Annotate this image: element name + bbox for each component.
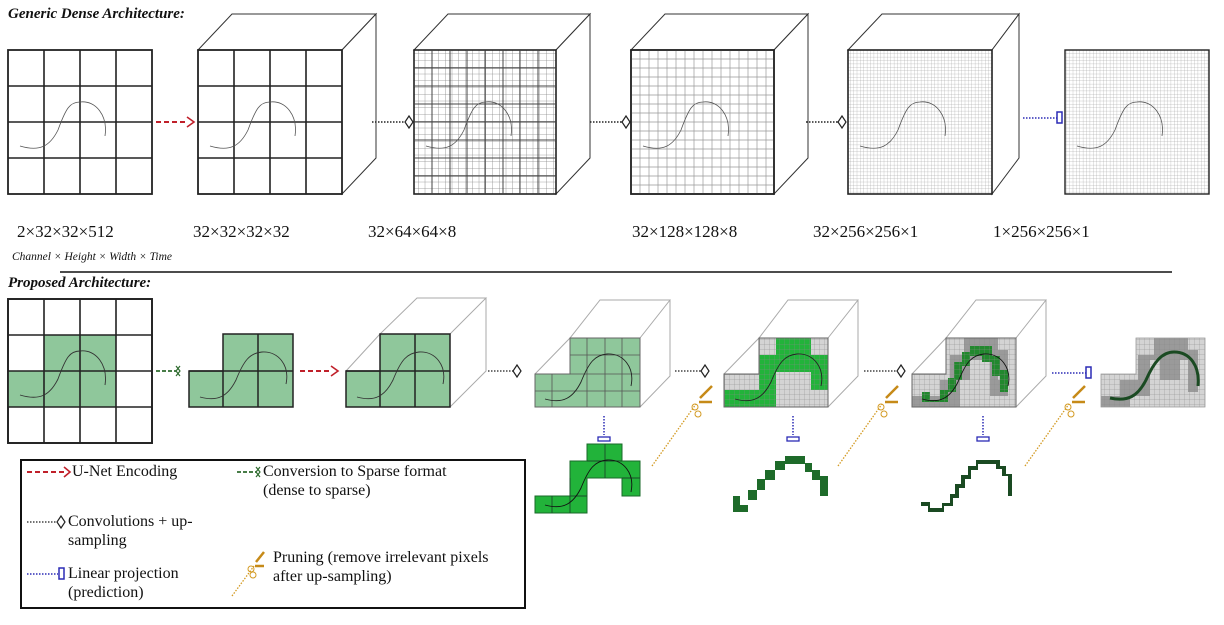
conv-upsample-arrow-2 (590, 114, 631, 130)
legend-linear-icon (27, 567, 65, 580)
legend-unet-label: U-Net Encoding (72, 463, 178, 480)
dense-architecture-title: Generic Dense Architecture: (8, 6, 185, 22)
conv-upsample-arrow-3 (806, 114, 847, 130)
pruning-scissors-3 (1024, 385, 1086, 467)
conv-upsample-arrow-p3 (864, 363, 906, 379)
proposed-stage-3-cube (345, 297, 488, 408)
linear-projection-arrow-p4 (1052, 366, 1092, 379)
proposed-final-output (1100, 337, 1206, 408)
conv-upsample-arrow-p1 (488, 363, 522, 379)
unet-encoding-arrow (156, 116, 196, 128)
dense-stage-6-grid (1064, 49, 1210, 195)
legend-conv-icon (27, 514, 66, 530)
linear-projection-arrow-p1 (597, 416, 611, 442)
dimension-axis-caption: Channel × Height × Width × Time (12, 251, 173, 263)
dense-stage-3-dims: 32×64×64×8 (368, 222, 457, 241)
dense-stage-6-dims: 1×256×256×1 (993, 222, 1090, 241)
dense-stage-1-grid (7, 49, 153, 195)
legend-pruning-icon (231, 551, 265, 597)
dense-stage-2-cube (196, 12, 378, 196)
unet-encoding-arrow-proposed (300, 365, 340, 377)
proposed-stage-4-cube (534, 299, 672, 408)
curve-trace (19, 101, 106, 149)
legend-conv-label: Convolutions + up- sampling (68, 513, 193, 549)
linear-projection-arrow-p2 (786, 416, 800, 442)
pruning-scissors-2 (837, 385, 899, 467)
legend-sparse-icon (237, 466, 261, 478)
proposed-prediction-3 (921, 460, 1012, 512)
dense-stage-5-cube (846, 12, 1020, 196)
dense-stage-1-dims: 2×32×32×512 (17, 222, 114, 241)
legend-pruning-label: Pruning (remove irrelevant pixels after … (273, 549, 489, 585)
proposed-stage-6-cube (911, 299, 1048, 408)
proposed-stage-2-sparse (188, 333, 294, 408)
dense-stage-4-cube (629, 12, 810, 196)
conv-upsample-arrow-p2 (675, 363, 710, 379)
dense-stage-2-dims: 32×32×32×32 (193, 222, 290, 241)
proposed-stage-5-cube (723, 299, 860, 408)
legend-linear-label: Linear projection (prediction) (68, 565, 179, 601)
legend-unet-icon (27, 466, 72, 478)
proposed-stage-1-grid (7, 298, 153, 444)
proposed-prediction-1 (534, 443, 641, 514)
dense-stage-3-cube (412, 12, 592, 196)
dense-stage-5-dims: 32×256×256×1 (813, 222, 919, 241)
linear-projection-arrow-p3 (976, 416, 990, 442)
sparse-conversion-arrow (156, 365, 181, 377)
proposed-architecture-title: Proposed Architecture: (8, 275, 152, 291)
pruning-scissors-1 (651, 385, 713, 467)
dense-stage-4-dims: 32×128×128×8 (632, 222, 738, 241)
linear-projection-arrow-dense (1023, 111, 1063, 124)
proposed-prediction-2 (733, 456, 828, 512)
legend-box (20, 459, 526, 609)
legend-sparse-label: Conversion to Sparse format (dense to sp… (263, 463, 447, 499)
conv-upsample-arrow-1 (372, 114, 414, 130)
